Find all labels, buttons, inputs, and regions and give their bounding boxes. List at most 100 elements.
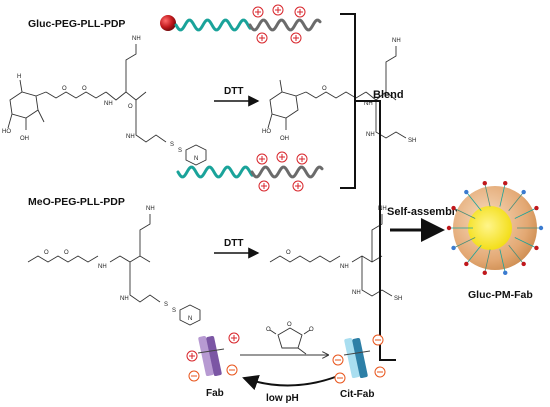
glucose-h-label: H [17, 74, 21, 80]
cit-fab-chain-dark [352, 337, 368, 379]
peg-segment-top [174, 18, 252, 32]
fab-fragment [197, 335, 225, 377]
thiol-sh-label-bottom: SH [394, 296, 402, 302]
meo-nh-label: NH [98, 264, 107, 270]
gluc-polymer-cartoon [160, 4, 322, 44]
micelle-chain [484, 249, 491, 273]
pyridine-n-label: N [194, 156, 198, 162]
negative-charge-icon [332, 354, 344, 366]
micelle-ligand-dot [482, 270, 487, 276]
meo-r-o-label: O [286, 250, 291, 256]
cit-fab-disulfide [343, 350, 371, 356]
lysine-nh-label-r: NH [366, 132, 375, 138]
meo-s-label-2: S [172, 308, 176, 314]
negative-charge-icon [334, 372, 346, 384]
positive-charge-icon [256, 153, 268, 165]
micelle-ligand-dot [451, 205, 456, 211]
meo-s-label-1: S [164, 302, 168, 308]
micelle-chain [453, 237, 476, 249]
glucose-bead [160, 15, 176, 31]
blend-label: Blend [373, 89, 404, 101]
micelle-chain [508, 191, 524, 212]
disulfide-s-label-1: S [170, 142, 174, 148]
micelle-ligand-dot [534, 245, 539, 251]
thiol-sh-label-top: SH [408, 138, 416, 144]
micelle-ligand-dot [446, 225, 452, 231]
amide-nh-label: NH [104, 101, 113, 107]
blend-bracket [340, 13, 356, 189]
glucose-ho-label: HO [2, 129, 11, 135]
positive-charges-top [252, 4, 306, 44]
gluc-pm-fab-micelle [446, 180, 544, 276]
micelle-core [468, 206, 512, 250]
micelle-chain [453, 207, 476, 219]
micelle-chain [499, 183, 506, 207]
positive-charge-icon [276, 151, 288, 163]
peg-segment-mid [176, 165, 254, 179]
gluc-peg-pll-pdp-title: Gluc-PEG-PLL-PDP [28, 18, 125, 30]
micelle-ligand-dot [534, 205, 539, 211]
micelle-ligands [446, 180, 544, 276]
negative-charge-icon [372, 334, 384, 346]
positive-charge-icon [296, 153, 308, 165]
micelle-ligand-dot [538, 225, 544, 231]
micelle-ligand-dot [482, 180, 487, 186]
lysine-nh2-label: NH [132, 36, 141, 42]
micelle-ligand-dot [464, 189, 469, 195]
positive-charges-mid [256, 151, 308, 192]
micelle-chain [508, 244, 524, 265]
self-assembly-bracket [368, 100, 396, 361]
cit-fab-label: Cit-Fab [340, 389, 374, 400]
meo-peg-pll-pdp-title: MeO-PEG-PLL-PDP [28, 196, 125, 208]
glucose-oh-label-r: OH [280, 136, 289, 142]
peg-o-label-r: O [322, 86, 327, 92]
fab-chain-dark [206, 335, 222, 377]
gluc-pm-fab-label: Gluc-PM-Fab [468, 289, 533, 301]
citraconic-anhydride-icon: O O O [266, 322, 314, 355]
fab-charges [186, 332, 240, 382]
micelle-chain [514, 237, 537, 249]
micelle-ligand-dot [521, 261, 526, 267]
negative-charge-icon [226, 364, 238, 376]
positive-charge-icon [294, 6, 306, 18]
meo-r-lys-nh-label: NH [352, 290, 361, 296]
pll-segment-mid [250, 165, 324, 179]
glucose-oh-label: OH [20, 136, 29, 142]
positive-charge-icon [186, 350, 198, 362]
self-assembly-label: Self-assembly [387, 206, 462, 218]
glucose-ho-label-r: HO [262, 129, 271, 135]
meo-r-nh2-label: NH [378, 206, 387, 212]
positive-charge-icon [292, 180, 304, 192]
dtt-bottom-label: DTT [224, 238, 243, 249]
meo-structure-left: O O NH NH NH S S N [27, 206, 201, 326]
positive-charge-icon [252, 6, 264, 18]
micelle-chain [499, 249, 506, 273]
cit-fab-chain-light [344, 337, 360, 379]
meo-nh2-label: NH [146, 206, 155, 212]
micelle-chain [466, 191, 482, 212]
amide-o-label: O [128, 104, 133, 110]
micelle-ligand-dot [451, 245, 456, 251]
peg-o-label-1: O [62, 86, 67, 92]
anhydride-o-3: O [309, 327, 314, 333]
negative-charge-icon [374, 366, 386, 378]
meo-polymer-cartoon [176, 151, 324, 192]
lysine-nh2-label-r: NH [392, 38, 401, 44]
meo-structure-right: O NH NH NH SH [269, 206, 402, 302]
meo-r-nh-label: NH [340, 264, 349, 270]
micelle-chain [514, 207, 537, 219]
meo-o-label-2: O [64, 250, 69, 256]
low-ph-arrow [242, 375, 339, 391]
micelle-ligand-dot [503, 180, 508, 186]
anhydride-o-1: O [266, 327, 271, 333]
gluc-structure-right: HO OH O NH NH NH SH [262, 38, 416, 144]
dtt-top-label: DTT [224, 86, 243, 97]
gluc-structure-left: HO H OH O O NH O NH NH S S N [2, 36, 207, 166]
positive-charge-icon [256, 32, 268, 44]
fab-chain-light [198, 335, 214, 377]
positive-charge-icon [272, 4, 284, 16]
fab-disulfide [197, 348, 225, 354]
positive-charge-icon [290, 32, 302, 44]
peg-o-label-2: O [82, 86, 87, 92]
